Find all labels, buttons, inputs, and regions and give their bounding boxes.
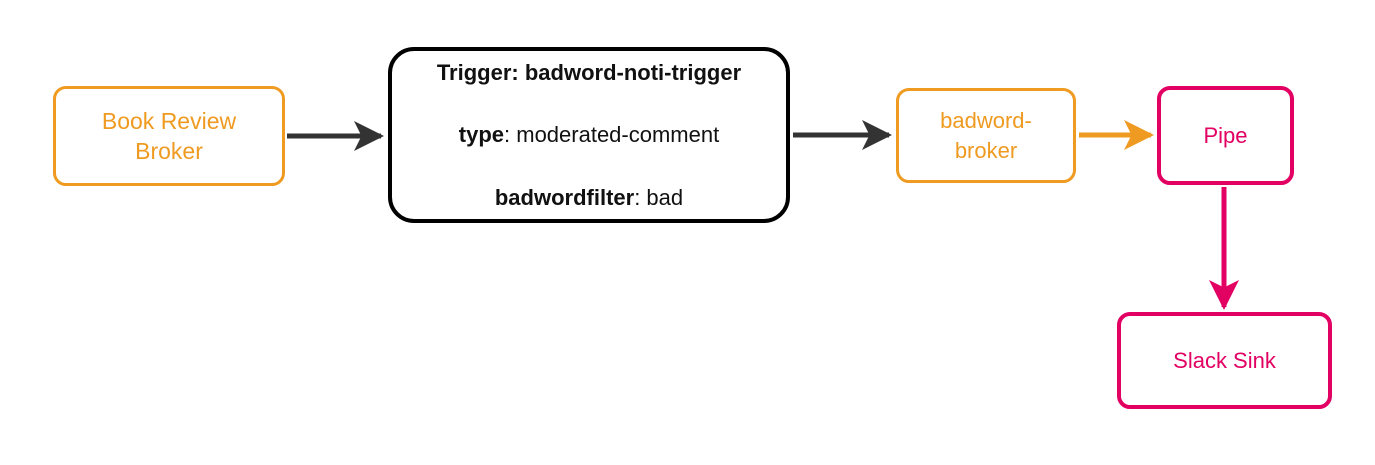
node-badword-broker-label: badword- broker [940, 108, 1032, 163]
node-slack-sink[interactable]: Slack Sink [1117, 312, 1332, 409]
node-badword-broker[interactable]: badword- broker [896, 88, 1076, 183]
trigger-line-name: Trigger: badword-noti-trigger [436, 60, 742, 86]
node-book-review-broker[interactable]: Book Review Broker [53, 86, 285, 186]
node-trigger[interactable]: Trigger: badword-noti-trigger type: mode… [388, 47, 790, 223]
trigger-line-badwordfilter: badwordfilter: bad [494, 184, 684, 210]
node-pipe[interactable]: Pipe [1157, 86, 1294, 185]
node-pipe-label: Pipe [1203, 122, 1248, 148]
node-book-review-broker-label: Book Review Broker [101, 107, 237, 164]
node-trigger-label: Trigger: badword-noti-trigger type: mode… [392, 27, 786, 242]
trigger-line-type: type: moderated-comment [458, 122, 720, 148]
node-slack-sink-label: Slack Sink [1173, 347, 1276, 373]
